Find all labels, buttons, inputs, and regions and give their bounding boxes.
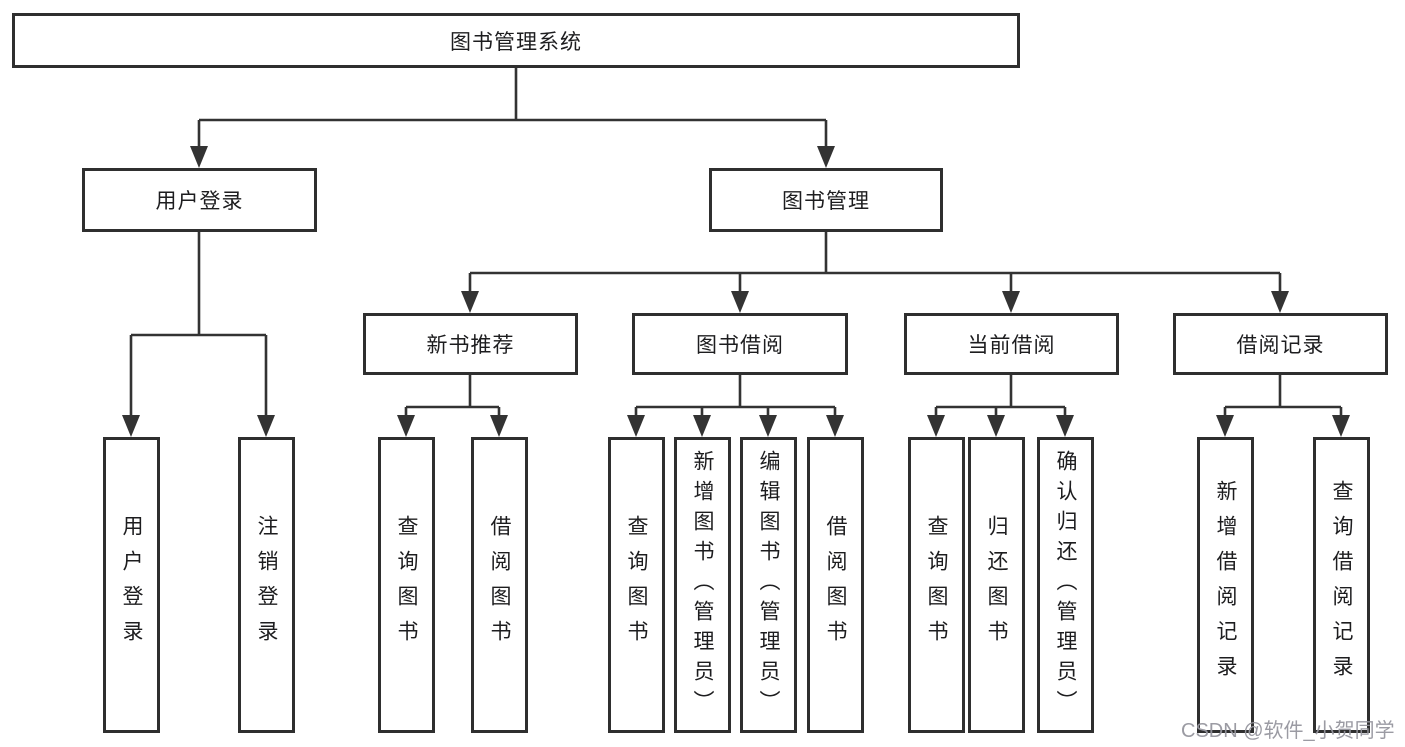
node-book-management-label: 图书管理 bbox=[782, 190, 870, 213]
leaf-rec-query-books-label: 查询图书 bbox=[395, 515, 418, 655]
node-library-system-label: 图书管理系统 bbox=[450, 30, 582, 54]
leaf-cb-return-books-label: 归还图书 bbox=[985, 515, 1008, 655]
leaf-cb-confirm-return-admin-label: 确认归还（管理员） bbox=[1054, 450, 1077, 720]
leaf-bb-borrow-books-label: 借阅图书 bbox=[824, 515, 847, 655]
node-library-system: 图书管理系统 bbox=[12, 13, 1020, 68]
leaf-bb-add-books-admin-label: 新增图书（管理员） bbox=[691, 450, 714, 720]
leaf-br-add-record-label: 新增借阅记录 bbox=[1214, 480, 1237, 690]
leaf-bb-query-books: 查询图书 bbox=[608, 437, 665, 733]
leaf-rec-borrow-books: 借阅图书 bbox=[471, 437, 528, 733]
edge-newbook-to-leaves bbox=[404, 375, 501, 418]
node-book-borrow: 图书借阅 bbox=[632, 313, 848, 375]
edge-borrowrecord-to-leaves bbox=[1223, 375, 1343, 418]
leaf-logout: 注销登录 bbox=[238, 437, 295, 733]
leaf-logout-label: 注销登录 bbox=[255, 515, 278, 655]
leaf-cb-confirm-return-admin: 确认归还（管理员） bbox=[1037, 437, 1094, 733]
leaf-bb-edit-books-admin-label: 编辑图书（管理员） bbox=[757, 450, 780, 720]
leaf-bb-borrow-books: 借阅图书 bbox=[807, 437, 864, 733]
leaf-cb-return-books: 归还图书 bbox=[968, 437, 1025, 733]
node-current-borrow: 当前借阅 bbox=[904, 313, 1119, 375]
leaf-bb-query-books-label: 查询图书 bbox=[625, 515, 648, 655]
leaf-cb-query-books: 查询图书 bbox=[908, 437, 965, 733]
leaf-br-add-record: 新增借阅记录 bbox=[1197, 437, 1254, 733]
edge-root-to-level2 bbox=[197, 68, 828, 150]
leaf-br-query-record-label: 查询借阅记录 bbox=[1330, 480, 1353, 690]
leaf-rec-query-books: 查询图书 bbox=[378, 437, 435, 733]
node-book-management: 图书管理 bbox=[709, 168, 943, 232]
edge-currentborrow-to-leaves bbox=[934, 375, 1067, 418]
csdn-watermark: CSDN @软件_小贺同学 bbox=[1181, 720, 1395, 742]
node-borrow-record-label: 借阅记录 bbox=[1236, 334, 1325, 357]
edge-bookborrow-to-leaves bbox=[634, 375, 837, 418]
node-user-login-label: 用户登录 bbox=[155, 190, 244, 213]
edge-bookmgmt-to-level3 bbox=[468, 232, 1282, 294]
leaf-bb-add-books-admin: 新增图书（管理员） bbox=[674, 437, 731, 733]
node-new-book-recommend: 新书推荐 bbox=[363, 313, 578, 375]
node-new-book-recommend-label: 新书推荐 bbox=[426, 334, 515, 357]
leaf-cb-query-books-label: 查询图书 bbox=[925, 515, 948, 655]
leaf-br-query-record: 查询借阅记录 bbox=[1313, 437, 1370, 733]
leaf-user-login: 用户登录 bbox=[103, 437, 160, 733]
edge-userlogin-to-leaves bbox=[129, 232, 268, 418]
leaf-user-login-label: 用户登录 bbox=[120, 515, 143, 655]
arrowheads bbox=[122, 146, 1350, 437]
leaf-rec-borrow-books-label: 借阅图书 bbox=[488, 515, 511, 655]
node-user-login: 用户登录 bbox=[82, 168, 317, 232]
node-borrow-record: 借阅记录 bbox=[1173, 313, 1388, 375]
node-book-borrow-label: 图书借阅 bbox=[696, 334, 784, 357]
node-current-borrow-label: 当前借阅 bbox=[967, 334, 1056, 357]
leaf-bb-edit-books-admin: 编辑图书（管理员） bbox=[740, 437, 797, 733]
